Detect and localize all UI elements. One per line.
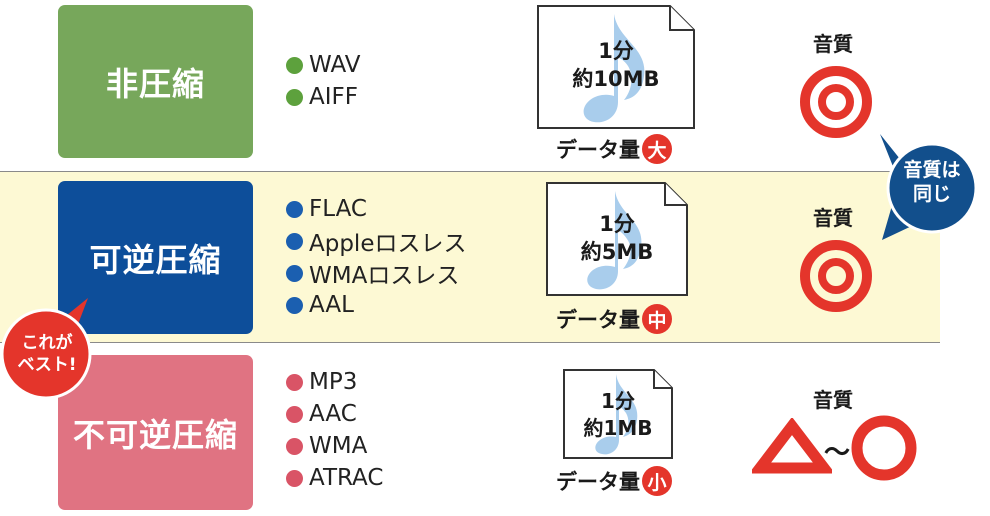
double-circle-icon	[800, 240, 872, 312]
list-item: Appleロスレス	[286, 225, 466, 257]
data-amount: データ量 中	[556, 304, 672, 334]
list-item: WMA	[286, 430, 383, 462]
double-circle-icon	[800, 66, 872, 138]
category-title: 可逆圧縮	[89, 240, 222, 279]
bullet-icon	[286, 200, 303, 218]
amount-badge: 大	[642, 134, 672, 164]
data-duration: 1分	[601, 389, 635, 413]
bullet-icon	[286, 373, 303, 391]
document-shape	[563, 369, 673, 459]
list-item: AAL	[286, 289, 466, 321]
bullet-icon	[286, 264, 303, 282]
format-list: MP3 AAC WMA ATRAC	[286, 366, 383, 494]
list-item: AIFF	[286, 81, 360, 113]
list-item: ATRAC	[286, 462, 383, 494]
quality-label: 音質	[813, 206, 853, 230]
list-item: AAC	[286, 398, 383, 430]
bullet-icon	[286, 232, 303, 250]
bullet-icon	[286, 56, 303, 74]
quality-label: 音質	[813, 32, 853, 56]
category-title: 非圧縮	[105, 64, 205, 103]
document-icon: 1分 約10MB	[536, 4, 696, 130]
music-note-icon	[583, 14, 645, 123]
document-icon: 1分 約1MB	[562, 368, 674, 460]
speech-bubble-icon	[0, 298, 92, 400]
data-size: 約5MB	[580, 240, 654, 264]
category-label-lossy: 不可逆圧縮	[58, 355, 253, 510]
bullet-icon	[286, 296, 303, 314]
list-item: WAV	[286, 49, 360, 81]
format-list: WAV AIFF	[286, 49, 360, 113]
data-amount: データ量 大	[556, 134, 672, 164]
data-size: 約1MB	[583, 416, 653, 440]
music-note-icon	[587, 191, 642, 290]
format-list: FLAC Appleロスレス WMAロスレス AAL	[286, 193, 466, 321]
music-note-icon	[595, 374, 638, 455]
data-size: 約10MB	[572, 67, 660, 91]
row-divider-top	[0, 171, 940, 172]
category-label-lossless: 可逆圧縮	[58, 181, 253, 334]
list-item: FLAC	[286, 193, 466, 225]
bullet-icon	[286, 437, 303, 455]
category-label-uncompressed: 非圧縮	[58, 5, 253, 158]
bullet-icon	[286, 88, 303, 106]
amount-badge: 中	[642, 304, 672, 334]
data-duration: 1分	[599, 212, 635, 236]
document-shape	[537, 5, 695, 129]
data-amount: データ量 小	[556, 466, 672, 496]
row-divider-bottom	[0, 342, 940, 343]
amount-badge: 小	[642, 466, 672, 496]
data-duration: 1分	[598, 39, 634, 63]
triangle-icon	[752, 418, 832, 474]
list-item: MP3	[286, 366, 383, 398]
quality-tilde: 〜	[824, 438, 851, 468]
category-title: 不可逆圧縮	[72, 415, 238, 454]
document-icon: 1分 約5MB	[545, 181, 689, 297]
list-item: WMAロスレス	[286, 257, 466, 289]
bullet-icon	[286, 405, 303, 423]
quality-label: 音質	[813, 388, 853, 412]
callout-text: 音質は 同じ	[903, 159, 961, 205]
bullet-icon	[286, 469, 303, 487]
speech-bubble-icon	[880, 134, 978, 240]
document-shape	[546, 182, 688, 296]
circle-icon	[851, 415, 917, 481]
callout-text: これが ベスト!	[17, 333, 77, 375]
